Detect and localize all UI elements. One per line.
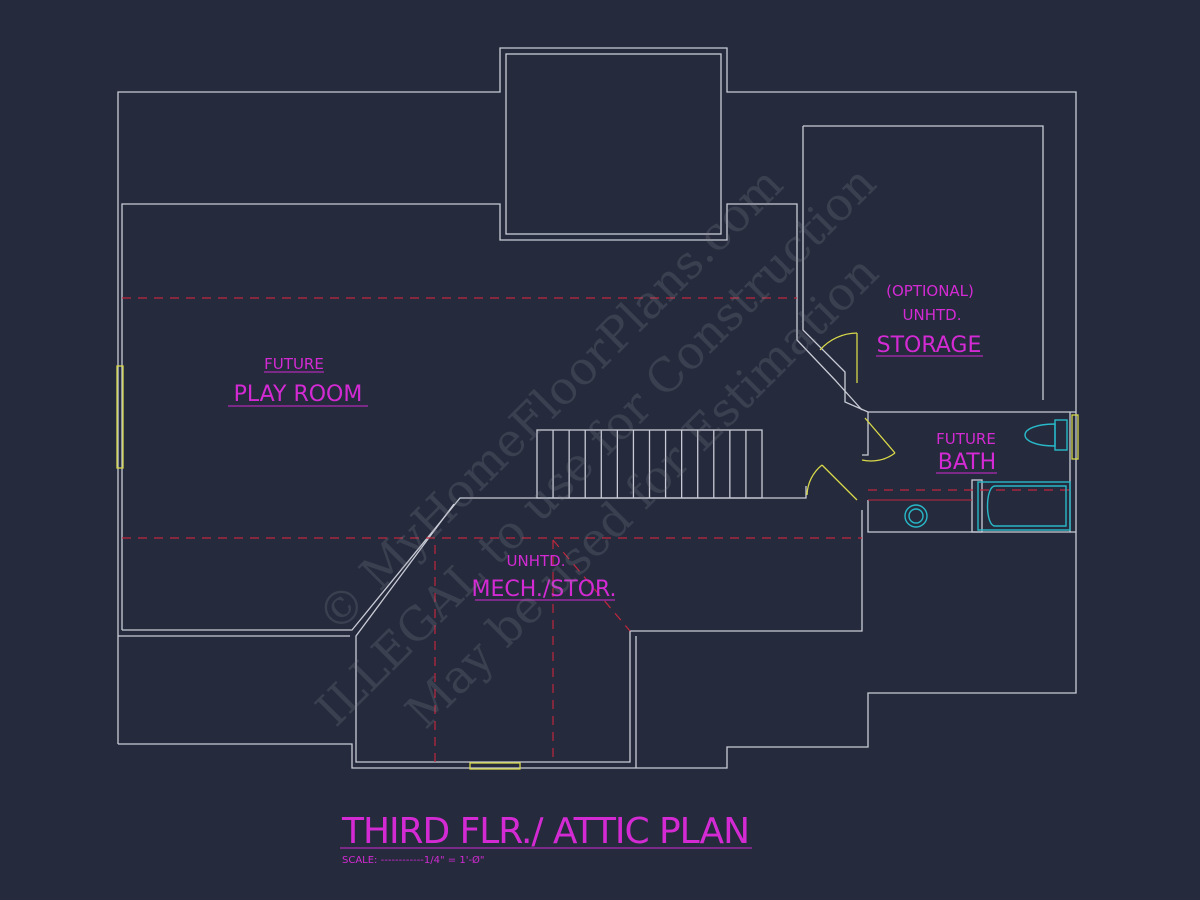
bathtub [977,481,1071,531]
plan-scale: SCALE: ------------1/4" = 1'-Ø" [342,854,485,866]
watermark: © MyHomeFloorPlans.com ILLEGAL to use fo… [305,155,888,738]
lavatory [904,504,928,528]
bath-wall [862,412,869,456]
mech-label-1: UNHTD. [507,552,566,570]
playroom-label-2: PLAY ROOM [234,382,363,407]
mech-wall [355,503,863,763]
door-storage [819,332,858,383]
outer-outline [117,47,1077,769]
plan-title: THIRD FLR./ ATTIC PLAN [341,811,750,852]
playroom-wall [121,203,863,630]
tub-wall [971,479,983,533]
playroom-label-1: FUTURE [264,355,324,373]
storage-wall [803,125,1044,400]
storage-wall [802,126,1076,413]
bath-wall [867,500,1076,533]
bath-label-1: FUTURE [936,430,996,448]
storage-label-3: STORAGE [877,333,982,358]
door-mech [806,464,858,501]
window-bath [1071,414,1079,460]
window-mech [469,762,521,770]
hidden-line [552,539,631,632]
stairs [536,429,763,499]
toilet [1024,419,1068,451]
mech-label-2: MECH./STOR. [471,577,616,602]
window-playroom [116,365,124,469]
storage-label-1: (OPTIONAL) [886,282,974,300]
playroom-wall-inner [122,486,807,631]
dormer [505,53,722,235]
storage-label-2: UNHTD. [903,306,962,324]
bath-label-2: BATH [938,450,996,475]
door-bath [861,417,896,462]
svg-text:ILLEGAL to use for Constructio: ILLEGAL to use for Construction [305,155,886,736]
